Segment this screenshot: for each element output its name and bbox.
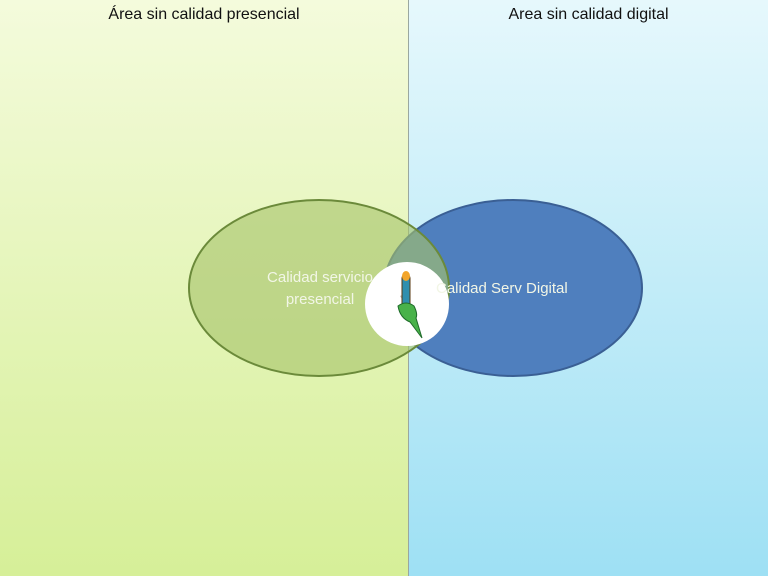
right-area-title: Area sin calidad digital <box>508 6 669 23</box>
digital-label: Calidad Serv Digital <box>436 280 568 297</box>
pen-nib-icon <box>365 262 449 346</box>
left-area-title: Área sin calidad presencial <box>108 6 300 23</box>
presencial-label: Calidad servicio presencial <box>250 267 390 311</box>
presencial-label-line2: presencial <box>285 291 355 308</box>
presencial-label-line1: Calidad servicio <box>267 269 373 286</box>
